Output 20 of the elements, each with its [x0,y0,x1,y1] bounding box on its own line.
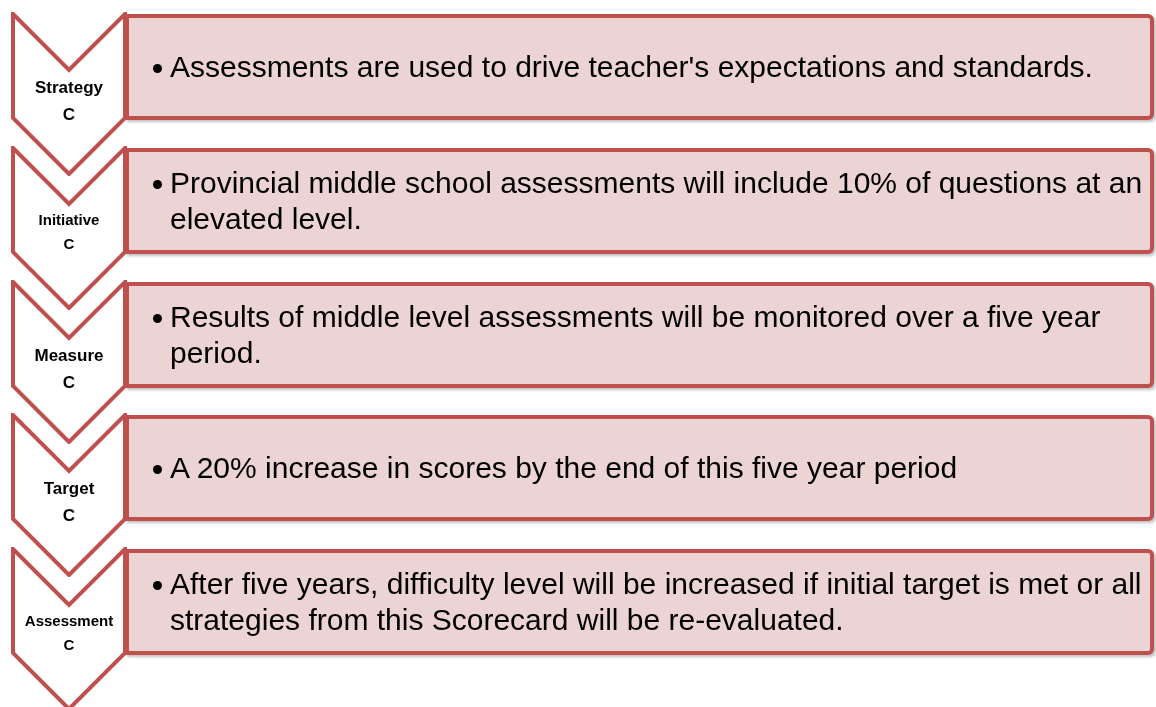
description-text: Results of middle level assessments will be monitored over a five year period. [170,299,1102,371]
stage-label: Assessment C [24,611,114,655]
chevron-shape [11,413,127,577]
description-box [125,148,1154,254]
stage-label: Measure C [34,345,104,395]
description-text: Assessments are used to drive teacher's expectations and standards. [170,49,1093,85]
description-box [125,282,1154,388]
description-box [125,415,1154,521]
stage-label: Target C [43,478,95,528]
stage-label: Initiative C [38,210,100,254]
description-box [125,549,1154,655]
chevron-shape [11,547,127,707]
chevron-shape [11,12,127,176]
description-text: Provincial middle school assessments will include 10% of questions at an elevated level. [170,165,1144,237]
chevron-shape [11,146,127,310]
description-text: A 20% increase in scores by the end of this five year period [170,450,958,486]
chevron-shape [11,280,127,444]
stage-label: Strategy C [35,77,103,127]
description-text: After five years, difficulty level will be increased if initial target is met or all strategies from this Scorecard will be re-evaluated. [170,566,1143,638]
description-box [125,14,1154,120]
